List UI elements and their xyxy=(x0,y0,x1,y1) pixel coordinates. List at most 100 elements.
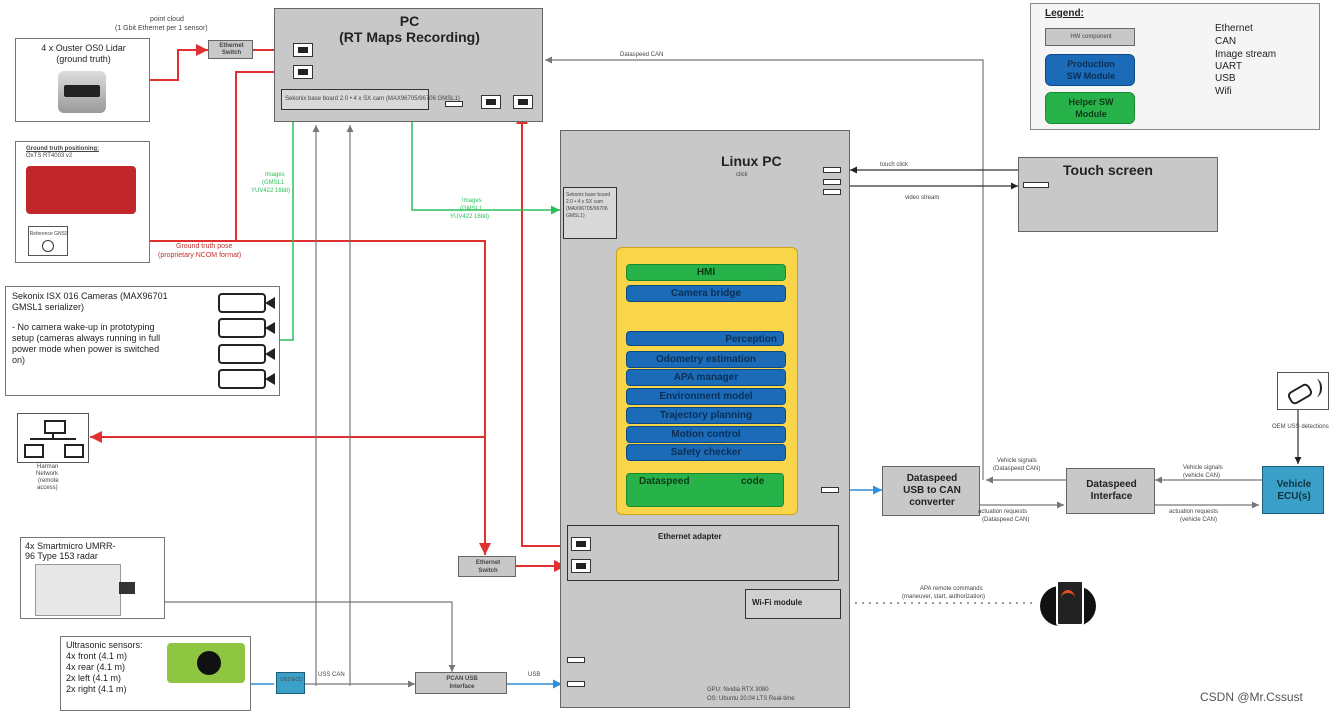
switch-top-label-2: Switch xyxy=(221,50,242,56)
uss-item-3: 2x left (4.1 m) xyxy=(66,673,122,683)
linux-board-label: Sekonix base board 2.0 • 4 x SX cam (MAX… xyxy=(566,192,611,219)
oxts-device-image xyxy=(26,166,136,214)
pc-title: PC xyxy=(399,13,420,29)
act-v-line1: actuation requests xyxy=(1169,509,1219,515)
radar-image xyxy=(35,564,121,616)
radar-line1: 4x Smartmicro UMRR- xyxy=(25,541,116,551)
uss-title: Ultrasonic sensors: xyxy=(66,640,143,650)
dataspeed-can-top: Dataspeed CAN xyxy=(620,52,664,58)
gt-positioning-box: Ground truth positioning: OxTS RT4003 v2… xyxy=(15,141,150,263)
module-environment-model: Environment model xyxy=(626,388,786,405)
module-odometry: Odometry estimation xyxy=(626,351,786,368)
module-trajectory-planning: Trajectory planning xyxy=(626,407,786,424)
uss-item-4: 2x right (4.1 m) xyxy=(66,684,127,694)
interface-line1: Dataspeed xyxy=(1086,479,1137,490)
uss-item-1: 4x front (4.1 m) xyxy=(66,651,128,661)
pc-port-1 xyxy=(293,43,313,57)
radar-connector xyxy=(119,582,135,594)
cameras-line6: on) xyxy=(12,355,26,365)
module-motion-control: Motion control xyxy=(626,426,786,443)
legend-help-1: Helper SW xyxy=(1068,97,1114,107)
module-perception: Perception xyxy=(626,331,784,346)
converter-line3: converter xyxy=(909,497,955,508)
camera-icon xyxy=(218,318,275,338)
legend-helper: Helper SW Module xyxy=(1045,92,1135,124)
legend-wifi: Wifi xyxy=(1215,86,1232,97)
legend-image-stream: Image stream xyxy=(1215,49,1277,60)
module-camera-bridge: Camera bridge xyxy=(626,285,786,302)
radar-line2: 96 Type 153 radar xyxy=(25,551,98,561)
pcan-line2: Interface xyxy=(449,684,475,690)
legend-box: Legend: HW component Production SW Modul… xyxy=(1030,3,1320,130)
touch-screen-box: Touch screen xyxy=(1018,157,1218,232)
cameras-line1: Sekonix ISX 016 Cameras (MAX96701 xyxy=(12,291,168,301)
rt-maps-pc: PC (RT Maps Recording) Sekonix base boar… xyxy=(274,8,543,122)
ethernet-adapter-label: Ethernet adapter xyxy=(658,532,722,541)
ecu-line2: ECU(s) xyxy=(1277,491,1311,502)
uss-can-label: USS CAN xyxy=(318,672,345,678)
gt-pose-label: Ground truth pose xyxy=(176,243,233,250)
uss-sensor-image xyxy=(167,643,245,683)
cameras-line3: - No camera wake-up in prototyping xyxy=(12,322,155,332)
pc-board-label: Sekonix base board 2.0 • 4 x SX cam (MAX… xyxy=(285,96,460,102)
images-label-left-1: Images xyxy=(265,172,285,178)
linux-usb-port-2 xyxy=(567,681,585,687)
module-safety-checker: Safety checker xyxy=(626,444,786,461)
uss-ecu-label: USS ECU xyxy=(280,677,303,683)
images-label-mid-1: Images xyxy=(462,198,482,204)
code-word: code xyxy=(741,476,765,487)
video-stream-label: video stream xyxy=(905,195,940,201)
gnss-label: Reference GNSS xyxy=(29,231,69,237)
camera-icon xyxy=(218,344,275,364)
wifi-module-label: Wi-Fi module xyxy=(752,598,803,607)
uss-ecu-box: USS ECU xyxy=(276,672,305,694)
linux-os: OS: Ubuntu 20.04 LTS Real-time xyxy=(707,696,795,702)
linux-pc-title: Linux PC xyxy=(721,153,782,169)
gt-pose-sub: (proprietary NCOM format) xyxy=(158,252,242,259)
images-label-left-2: (GMSL1 xyxy=(262,180,285,186)
legend-hw-label: HW component xyxy=(1070,34,1112,40)
point-cloud-label: point cloud xyxy=(150,16,184,23)
lidar-box: 4 x Ouster OS0 Lidar (ground truth) xyxy=(15,38,150,122)
linux-gpu: GPU: Nvidia RTX 3080 xyxy=(707,687,769,693)
point-cloud-sub: (1 Gbit Ethernet per 1 sensor) xyxy=(115,25,208,32)
ethernet-adapter-box: Ethernet adapter xyxy=(567,525,839,581)
cameras-line4: setup (cameras always running in full xyxy=(12,333,161,343)
vs-v-line1: Vehicle signals xyxy=(1183,465,1223,471)
dataspeed-converter-box: Dataspeed USB to CAN converter xyxy=(882,466,980,516)
act-ds-line1: actuation requests xyxy=(978,509,1028,515)
module-apa-manager: APA manager xyxy=(626,369,786,386)
apa-remote-line1: APA remote commands xyxy=(920,586,983,592)
lidar-title: 4 x Ouster OS0 Lidar xyxy=(41,43,126,53)
legend-help-2: Module xyxy=(1075,109,1107,119)
harman-line3: (remote xyxy=(38,478,59,484)
touch-screen-title: Touch screen xyxy=(1063,162,1153,178)
legend-production: Production SW Module xyxy=(1045,54,1135,86)
linux-touch-port-1 xyxy=(823,167,841,173)
ethernet-switch-bottom: Ethernet Switch xyxy=(458,556,516,577)
act-v-line2: (vehicle CAN) xyxy=(1180,517,1218,523)
pc-usb-port xyxy=(445,101,463,107)
lidar-image xyxy=(58,71,106,113)
images-label-mid-3: YUV422 16bit) xyxy=(450,214,490,220)
gt-device: OxTS RT4003 v2 xyxy=(26,153,73,159)
pc-sekonix-board: Sekonix base board 2.0 • 4 x SX cam (MAX… xyxy=(281,89,460,110)
usb-label: USB xyxy=(528,672,541,678)
reference-gnss-box: Reference GNSS xyxy=(28,226,68,256)
lidar-subtitle: (ground truth) xyxy=(56,54,111,64)
legend-prod-2: SW Module xyxy=(1066,71,1116,81)
pc-port-2 xyxy=(293,65,313,79)
legend-uart: UART xyxy=(1215,61,1243,72)
harman-line2: Network xyxy=(36,471,59,477)
cameras-line2: GMSL1 serializer) xyxy=(12,302,85,312)
pc-subtitle: (RT Maps Recording) xyxy=(339,29,480,45)
switch-bottom-label-1: Ethernet xyxy=(475,560,501,566)
click-label: click xyxy=(736,172,748,178)
interface-line2: Interface xyxy=(1090,491,1133,502)
legend-hw-component: HW component xyxy=(1045,28,1135,46)
linux-can-port xyxy=(821,487,839,493)
apa-remote-line2: (maneuver, start, authorization) xyxy=(902,594,986,600)
network-icon xyxy=(17,413,89,463)
legend-ethernet: Ethernet xyxy=(1215,23,1253,34)
dataspeed-interface-box: Dataspeed Interface xyxy=(1066,468,1155,514)
